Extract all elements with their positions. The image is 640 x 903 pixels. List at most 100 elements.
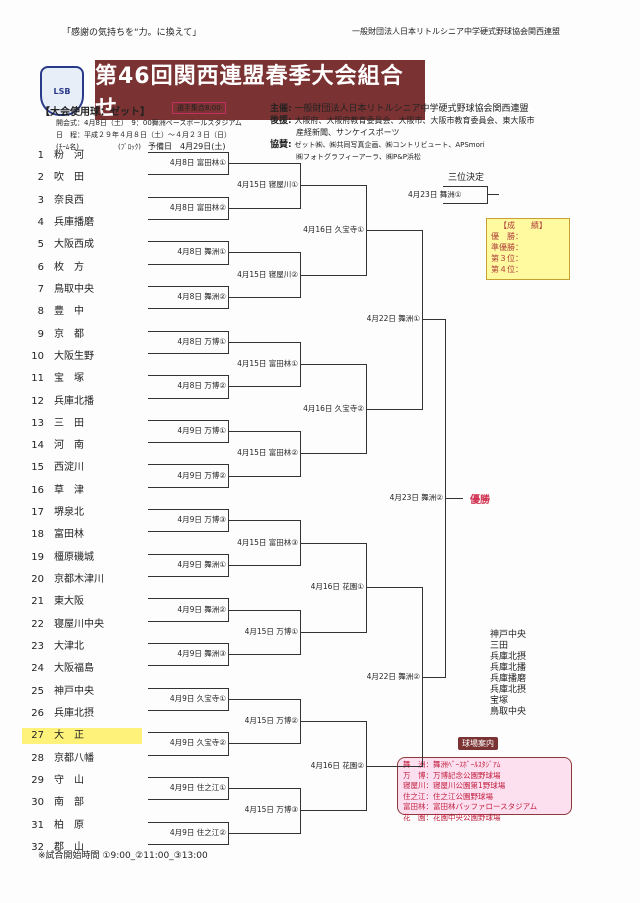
team-number: 13	[31, 417, 44, 429]
result-row: 準優勝：	[491, 243, 523, 252]
team-name: 豊 中	[54, 306, 84, 318]
team-number: 8	[37, 306, 44, 318]
team-name: 柏 原	[54, 819, 84, 831]
bracket-line	[148, 285, 228, 287]
match-label: 4月22日 舞洲②	[366, 671, 420, 681]
match-label: 4月15日 万博③	[244, 805, 298, 815]
team-name: 大阪生野	[54, 350, 94, 362]
bracket-line	[228, 475, 300, 477]
bracket-line	[148, 598, 228, 600]
match-label: 4月8日 富田林①	[169, 158, 226, 168]
support-1: 大阪府、大阪府教育委員会、大阪市、大阪市教育委員会、東大阪市	[294, 116, 535, 125]
bracket-line	[228, 431, 300, 432]
match-label: 4月15日 万博①	[244, 626, 298, 636]
bracket-line	[422, 319, 445, 321]
bracket-line	[300, 542, 366, 544]
prefecture-team: 兵庫北播	[490, 663, 527, 673]
bracket-line	[148, 263, 228, 265]
team-number: 23	[31, 641, 44, 653]
match-label: 4月9日 住之江②	[169, 827, 226, 837]
team-row: 22 寝屋川中央	[22, 617, 142, 633]
page-title: 第46回関西連盟春季大会組合せ	[95, 60, 425, 121]
team-number: 19	[31, 551, 44, 563]
bracket-line	[148, 218, 228, 220]
team-name: 寝屋川中央	[54, 618, 104, 630]
bracket-line	[300, 185, 366, 187]
team-name: 兵庫播磨	[54, 216, 94, 228]
bracket-line	[148, 486, 228, 488]
bracket-line	[148, 799, 228, 801]
bracket-line	[228, 207, 300, 209]
bracket-line	[148, 576, 228, 578]
team-number: 3	[37, 194, 44, 206]
third-line	[487, 186, 488, 204]
team-name: 三 田	[54, 417, 84, 429]
bracket-line	[148, 464, 228, 466]
match-label: 4月8日 万博②	[177, 381, 226, 391]
team-number: 6	[37, 261, 44, 273]
match-label: 4月8日 舞洲②	[177, 292, 226, 302]
bracket-line	[148, 687, 228, 689]
col-block: (ﾌﾞﾛｯｸ)	[118, 143, 141, 151]
host-label: 主催:	[270, 104, 292, 114]
match-label: 4月9日 久宝寺①	[169, 693, 226, 703]
match-label: 4月15日 寝屋川②	[237, 269, 298, 279]
bracket-line	[366, 230, 422, 232]
team-name: 枚 方	[54, 261, 84, 273]
schedule-info: 日 程：平成２９年４月８日（土）～４月２３日（日）	[56, 131, 231, 139]
venue-row: 花 園：花園中央公園野球場	[403, 812, 501, 822]
team-name: 奈良西	[54, 194, 84, 206]
match-label: 4月9日 住之江①	[169, 783, 226, 793]
match-label: 4月15日 富田林②	[237, 448, 298, 458]
match-label: 4月16日 久宝寺②	[303, 403, 364, 413]
bracket-line	[228, 386, 300, 388]
support-2: 産経新聞、サンケイスポーツ	[296, 128, 400, 137]
match-label: 4月9日 久宝寺②	[169, 738, 226, 748]
bracket-line	[300, 364, 366, 366]
bracket-line	[148, 174, 228, 176]
reserve-day: 予備日 4月29日(土)	[148, 142, 226, 151]
team-number: 22	[31, 618, 44, 630]
team-number: 10	[31, 350, 44, 362]
bracket-line	[445, 497, 463, 499]
bracket-line	[148, 754, 228, 756]
match-label: 4月22日 舞洲①	[366, 314, 420, 324]
team-name: 大 正	[54, 730, 84, 742]
bracket-line	[148, 776, 228, 778]
team-name: 神戸中央	[54, 685, 94, 697]
bracket-line	[422, 676, 445, 678]
team-number: 29	[31, 774, 44, 786]
team-number: 11	[31, 373, 44, 385]
match-label: 4月15日 富田林①	[237, 359, 298, 369]
sponsors: 主催: 一般財団法人日本リトルシニア中学硬式野球協会関西連盟 後援: 大阪府、大…	[270, 103, 534, 163]
bracket-line	[228, 698, 300, 700]
prefecture-team: 鳥取中央	[490, 707, 527, 717]
team-number: 24	[31, 663, 44, 675]
cosponsor-2: ㈱フォトグラフィーアーラ、㈱P&P浜松	[296, 153, 421, 161]
team-name: 堺泉北	[54, 507, 84, 519]
team-name: 京都木津川	[54, 574, 104, 586]
team-name: 草 津	[54, 484, 84, 496]
venue-row: 万 博：万博記念公園野球場	[403, 770, 501, 780]
result-row: 第３位：	[491, 254, 523, 263]
assembly-note: 選手集合8:00	[172, 102, 226, 114]
col-team: (ﾁｰﾑ名)	[56, 143, 79, 151]
team-name: 大阪西成	[54, 239, 94, 251]
third-place-title: 三位決定	[448, 173, 485, 183]
bracket-line	[148, 643, 228, 645]
team-row: 6 枚 方	[22, 260, 142, 276]
bracket-line	[228, 788, 300, 790]
bracket-line	[148, 665, 228, 667]
